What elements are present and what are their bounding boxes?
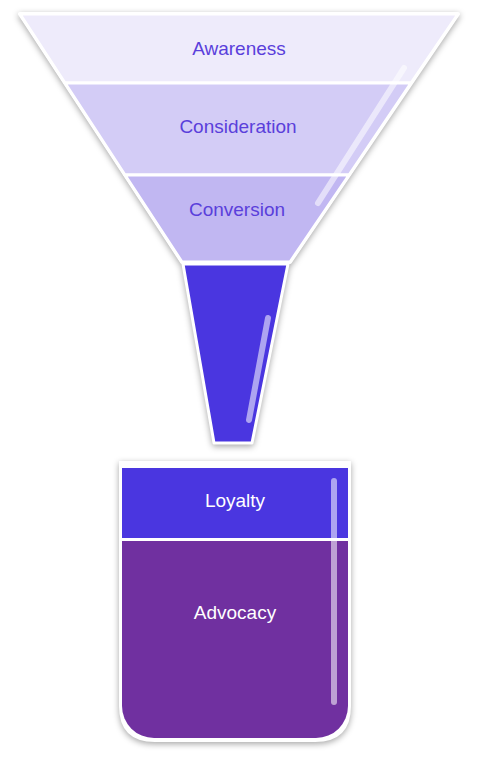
band-label: Loyalty	[205, 490, 265, 513]
funnel-band: Conversion	[125, 175, 349, 262]
glass-highlight	[249, 318, 268, 420]
glass-highlight	[318, 68, 404, 203]
band-label: Awareness	[192, 38, 286, 61]
funnel-outline	[20, 14, 458, 262]
band-label: Conversion	[189, 199, 285, 222]
band-fill	[125, 175, 349, 262]
band-fill	[65, 83, 411, 175]
funnel-spout	[183, 264, 288, 443]
funnel-band: Awareness	[20, 14, 458, 83]
jar-outline	[121, 463, 349, 740]
band-label: Advocacy	[194, 602, 276, 625]
glass-highlight	[331, 481, 337, 702]
funnel-band: Consideration	[65, 83, 411, 175]
jar-band: Loyalty	[122, 465, 348, 538]
band-label: Consideration	[179, 116, 296, 139]
band-fill	[20, 14, 458, 83]
jar-band: Advocacy	[122, 538, 348, 738]
